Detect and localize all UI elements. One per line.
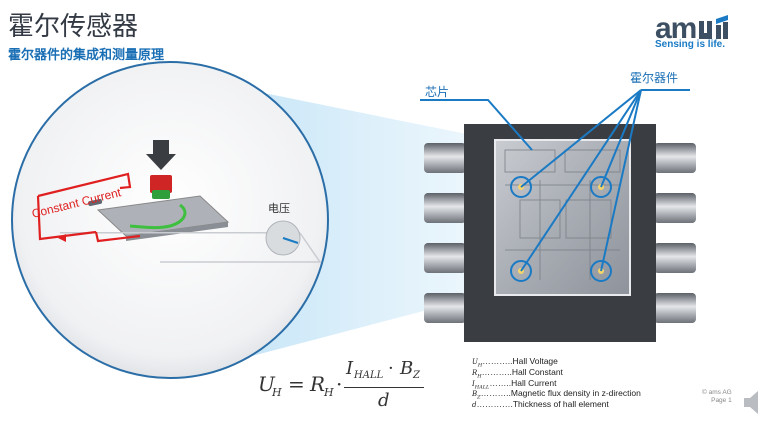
magnetic-field-arrow-icon (146, 140, 176, 170)
ams-logo: am Sensing is life. (655, 12, 745, 54)
legend-symbol: d (472, 401, 477, 410)
logo-wordmark: am (655, 12, 697, 45)
legend-row: BZ………..Magnetic flux density in z-direct… (472, 388, 672, 402)
legend-dots: ……….. (482, 356, 513, 366)
formula-b-sub: Z (413, 370, 420, 381)
hall-voltage-formula: U H = R H · I HALL · B Z d (258, 356, 458, 416)
formula-r: R (310, 372, 326, 396)
formula-equals: = (288, 372, 305, 396)
legend-symbol: B (472, 390, 478, 399)
legend-row: d………….Thickness of hall element (472, 399, 672, 410)
footer-company: © ams AG (702, 389, 732, 396)
formula-i-sub: HALL (354, 370, 384, 381)
legend-text: Hall Voltage (512, 356, 558, 366)
logo-tagline: Sensing is life. (655, 39, 726, 50)
legend-text: Hall Current (511, 377, 557, 388)
legend-sub: HALL (474, 384, 490, 391)
formula-legend: UH………..Hall Voltage RH………..Hall Constant… (472, 356, 672, 410)
legend-dots: …………. (476, 399, 513, 410)
legend-text: Magnetic flux density in z-direction (510, 388, 641, 399)
formula-i: I (346, 358, 354, 379)
formula-dot: · (336, 372, 343, 396)
legend-symbol: U (472, 358, 478, 366)
arrow-icon (58, 234, 66, 242)
slide-footer: © ams AG Page 1 (702, 389, 732, 405)
footer-page-number: Page 1 (711, 397, 732, 404)
hall-elements (510, 176, 612, 282)
legend-row: RH………..Hall Constant (472, 366, 672, 380)
chip-pins (424, 143, 696, 323)
formula-d: d (378, 390, 390, 411)
chip-label: 芯片 (425, 85, 449, 99)
logo-mark-icon (699, 15, 728, 39)
formula-u-sub: H (272, 386, 282, 399)
legend-text: Hall Constant (511, 366, 563, 377)
formula-dot-2: · (388, 358, 394, 379)
legend-dots: …….. (489, 377, 512, 388)
legend-sub: H (477, 373, 482, 380)
fraction-bar (344, 387, 424, 388)
slide-subtitle: 霍尔器件的集成和测量原理 (8, 48, 165, 63)
legend-symbol: R (472, 368, 478, 377)
chip-callout-line (420, 99, 533, 151)
hall-device-label: 霍尔器件 (630, 70, 678, 85)
magnet (150, 175, 172, 193)
chip-die (494, 139, 631, 296)
legend-sub: H (477, 362, 483, 369)
wire-line (60, 232, 300, 234)
hall-trace (129, 203, 187, 230)
formula-b: B (400, 358, 414, 379)
slide-title: 霍尔传感器 (8, 12, 139, 42)
speaker-icon (744, 391, 758, 414)
voltage-label: 电压 (268, 202, 290, 215)
formula-r-sub: H (324, 386, 334, 399)
legend-symbol: I (472, 379, 475, 388)
formula-u: U (258, 372, 275, 396)
legend-text: Thickness of hall element (512, 399, 609, 410)
constant-current-path (37, 172, 132, 198)
legend-row: IHALL……..Hall Current (472, 377, 672, 391)
legend-sub: Z (477, 395, 481, 402)
legend-dots: ……….. (480, 388, 511, 399)
legend-dots: ……….. (481, 366, 512, 377)
legend-row: UH………..Hall Voltage (472, 356, 672, 369)
hall-callout-lines (520, 89, 642, 272)
